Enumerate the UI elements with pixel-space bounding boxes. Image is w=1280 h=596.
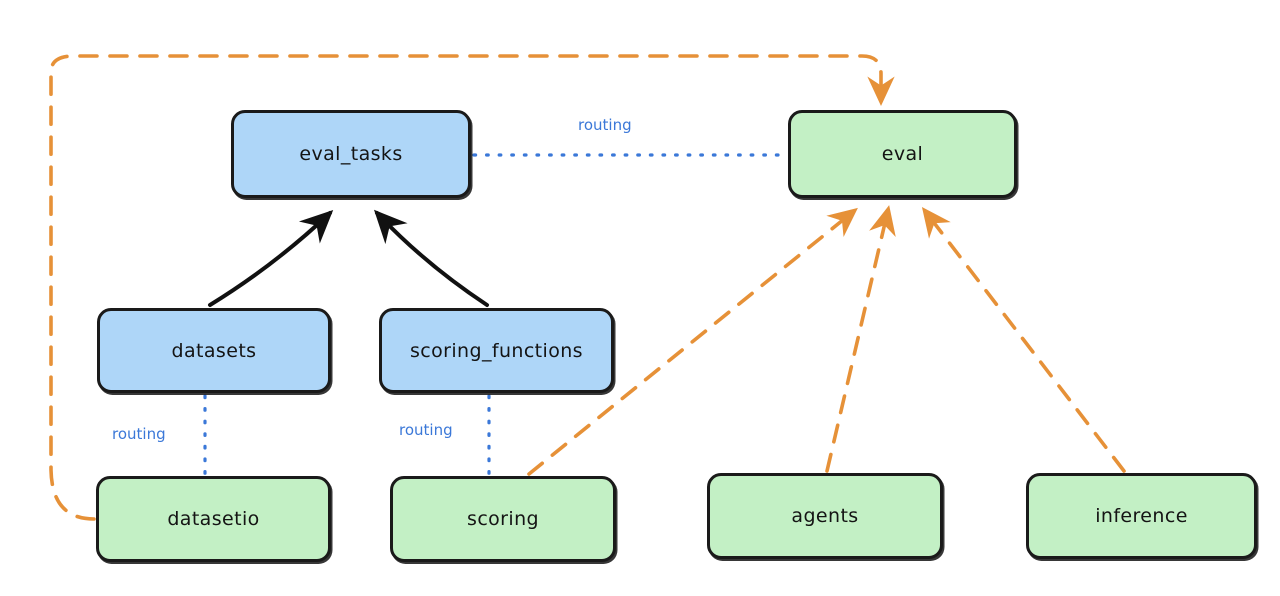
node-datasetio-label: datasetio: [167, 508, 260, 530]
node-scoring-functions[interactable]: scoring_functions: [379, 308, 614, 393]
node-eval[interactable]: eval: [788, 110, 1017, 198]
edge-label-routing-datasets: routing: [112, 425, 166, 443]
node-agents-label: agents: [791, 505, 859, 527]
edge-agents-to-eval: [825, 205, 896, 473]
node-agents[interactable]: agents: [707, 473, 943, 559]
node-scoring-label: scoring: [467, 508, 539, 530]
edge-datasets-to-eval-tasks: [208, 209, 334, 307]
edge-datasetio-to-eval: [49, 54, 895, 521]
node-eval-label: eval: [881, 143, 924, 165]
node-inference[interactable]: inference: [1026, 473, 1257, 559]
edge-scoring-to-eval: [527, 207, 858, 476]
node-inference-label: inference: [1095, 505, 1188, 527]
node-eval-tasks-label: eval_tasks: [299, 143, 403, 165]
node-datasetio[interactable]: datasetio: [96, 476, 331, 562]
node-eval-tasks[interactable]: eval_tasks: [231, 110, 471, 198]
node-datasets[interactable]: datasets: [97, 308, 331, 393]
edge-scoring-functions-to-eval-tasks: [373, 209, 489, 307]
node-scoring-functions-label: scoring_functions: [410, 339, 583, 362]
edge-label-routing-eval-tasks: routing: [578, 116, 632, 134]
node-datasets-label: datasets: [171, 339, 257, 362]
edge-label-routing-scoring-functions: routing: [399, 421, 453, 439]
edge-inference-to-eval: [921, 206, 1126, 473]
node-scoring[interactable]: scoring: [390, 476, 616, 562]
